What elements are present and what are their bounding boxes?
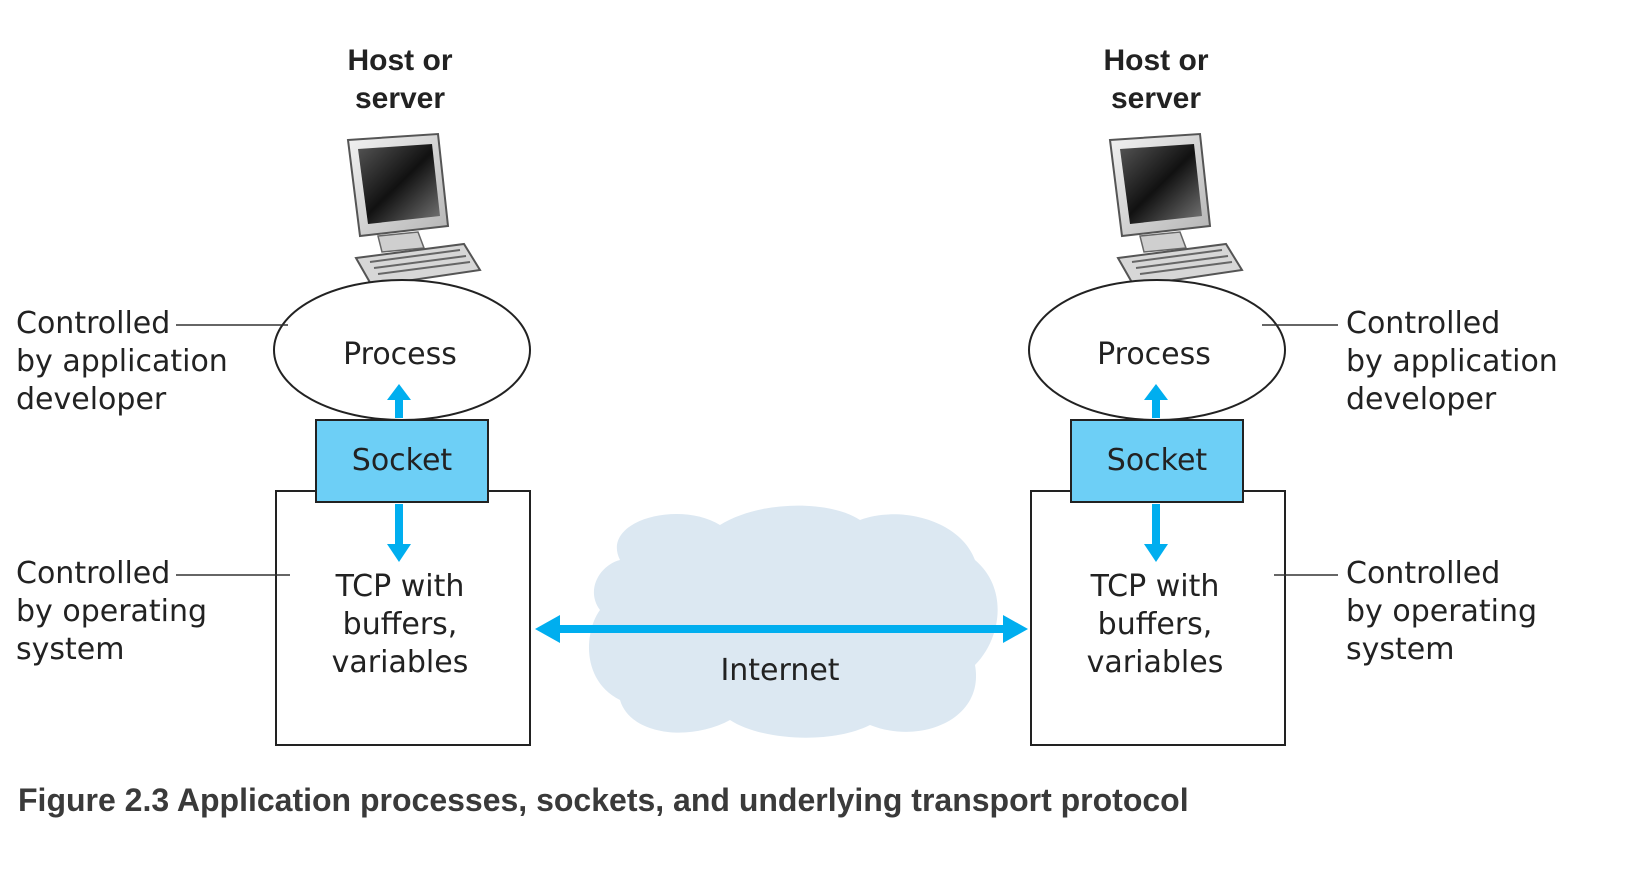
right-tcp-label: TCP with buffers, variables (1086, 569, 1224, 680)
internet-label: Internet (720, 653, 840, 688)
left-computer-icon (347, 133, 481, 287)
internet-arrow-left-head (535, 615, 560, 643)
right-arrow-up-head (1144, 384, 1168, 400)
left-dev-annotation: Controlled by application developer (16, 306, 228, 417)
right-computer-icon (1109, 133, 1243, 287)
right-arrow-down-head (1144, 544, 1168, 562)
right-dev-annotation: Controlled by application developer (1346, 306, 1558, 417)
left-host-title: Host or server (347, 44, 453, 115)
figure-caption: Figure 2.3 Application processes, socket… (18, 782, 1189, 818)
right-process-label: Process (1097, 337, 1211, 372)
left-arrow-up-head (387, 384, 411, 400)
left-arrow-down-head (387, 544, 411, 562)
left-socket-box (315, 419, 489, 503)
right-socket-box (1070, 419, 1244, 503)
internet-arrow-right-head (1003, 615, 1028, 643)
left-process-label: Process (343, 337, 457, 372)
left-os-annotation: Controlled by operating system (16, 556, 208, 667)
left-socket-label: Socket (351, 443, 453, 478)
right-os-annotation: Controlled by operating system (1346, 556, 1538, 667)
right-socket-label: Socket (1106, 443, 1208, 478)
left-tcp-label: TCP with buffers, variables (331, 569, 469, 680)
internet-cloud (588, 505, 998, 738)
right-host-title: Host or server (1103, 44, 1209, 115)
